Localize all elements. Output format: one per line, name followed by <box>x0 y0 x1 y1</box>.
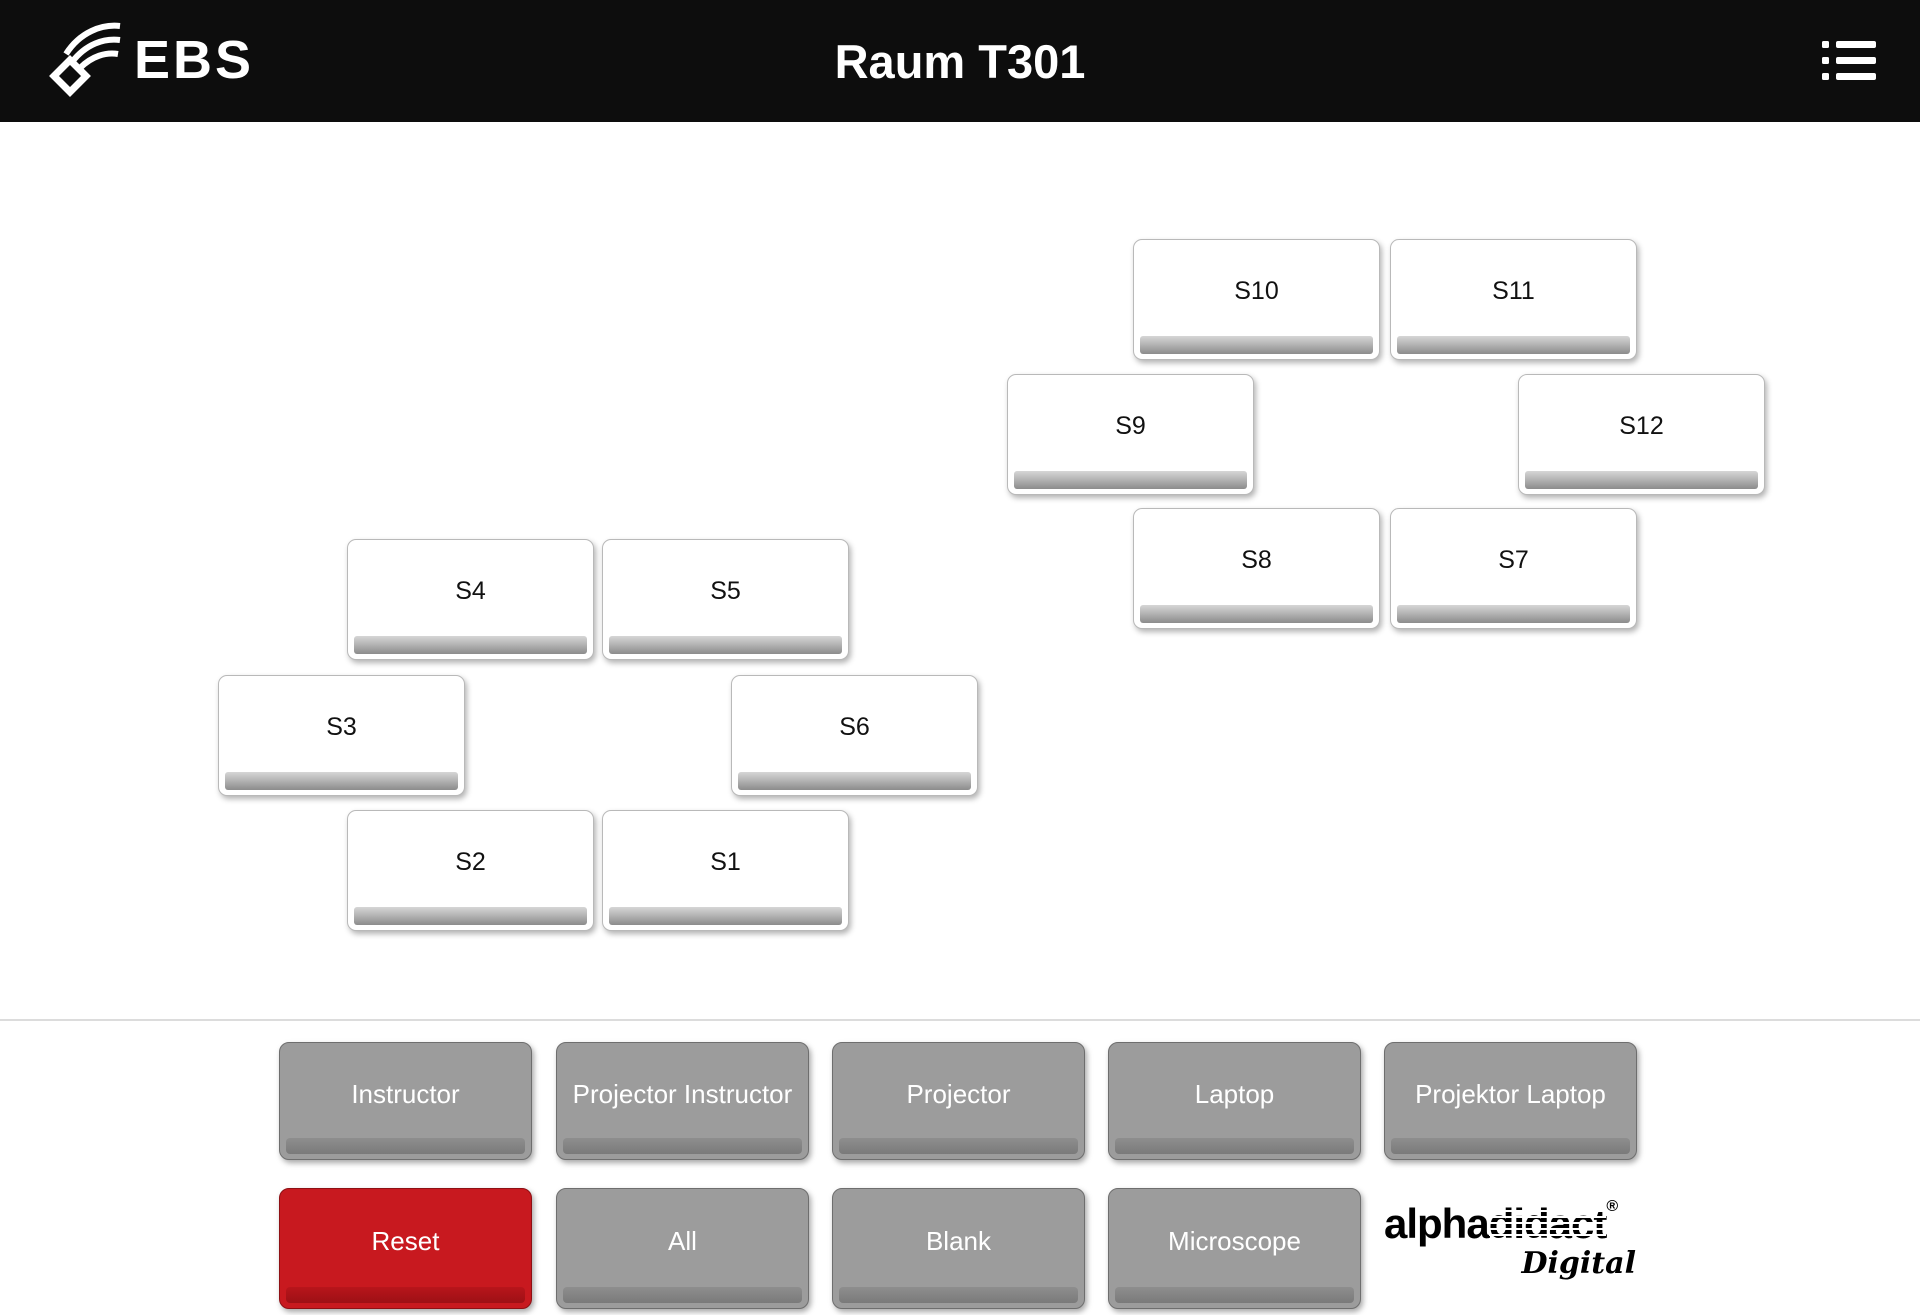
microscope-button[interactable]: Microscope <box>1108 1188 1361 1309</box>
seat-button-s7[interactable]: S7 <box>1390 508 1637 629</box>
ebs-logo: EBS <box>46 14 254 106</box>
seat-button-s2[interactable]: S2 <box>347 810 594 931</box>
laptop-button[interactable]: Laptop <box>1108 1042 1361 1160</box>
seat-button-s1[interactable]: S1 <box>602 810 849 931</box>
seat-button-s3[interactable]: S3 <box>218 675 465 796</box>
ebs-logo-icon <box>49 22 121 97</box>
page-title: Raum T301 <box>834 34 1086 88</box>
alphadidact-logo: alphadidact® Digital <box>1384 1198 1644 1300</box>
button-label: Projektor Laptop <box>1415 1078 1606 1109</box>
button-label: All <box>668 1226 697 1256</box>
seat-label: S3 <box>326 713 357 741</box>
alphadidact-logo-text: alphadidact® <box>1384 1198 1644 1248</box>
seat-button-s11[interactable]: S11 <box>1390 239 1637 360</box>
header-bar: EBS Raum T301 <box>0 0 1920 122</box>
alphadidact-alpha: alpha <box>1384 1200 1490 1247</box>
seat-button-s5[interactable]: S5 <box>602 539 849 660</box>
button-label: Projector <box>906 1078 1011 1109</box>
alphadidact-digital-text: Digital <box>1521 1246 1636 1281</box>
seat-label: S1 <box>710 848 741 876</box>
registered-mark: ® <box>1606 1198 1618 1215</box>
seat-label: S6 <box>839 713 870 741</box>
button-label: Reset <box>371 1226 440 1256</box>
reset-button[interactable]: Reset <box>279 1188 532 1309</box>
projector-instructor-button[interactable]: Projector Instructor <box>556 1042 809 1160</box>
seat-button-s9[interactable]: S9 <box>1007 374 1254 495</box>
seat-label: S12 <box>1619 412 1664 440</box>
instructor-button[interactable]: Instructor <box>279 1042 532 1160</box>
list-menu-icon <box>1822 41 1876 80</box>
seat-button-s4[interactable]: S4 <box>347 539 594 660</box>
seat-label: S10 <box>1234 277 1279 305</box>
alphadidact-didact-text: didact <box>1488 1200 1608 1247</box>
footer-divider <box>0 1019 1920 1021</box>
button-label: Blank <box>925 1226 992 1256</box>
button-label: Instructor <box>351 1078 460 1109</box>
seat-label: S2 <box>455 848 486 876</box>
all-button[interactable]: All <box>556 1188 809 1309</box>
seat-label: S7 <box>1498 546 1529 574</box>
projektor-laptop-button[interactable]: Projektor Laptop <box>1384 1042 1637 1160</box>
menu-button[interactable] <box>1822 36 1876 86</box>
alphadidact-didact: didact <box>1488 1200 1608 1248</box>
seat-label: S5 <box>710 577 741 605</box>
seat-button-s12[interactable]: S12 <box>1518 374 1765 495</box>
blank-button[interactable]: Blank <box>832 1188 1085 1309</box>
seat-label: S11 <box>1492 277 1535 305</box>
button-label: Laptop <box>1194 1078 1275 1109</box>
projector-button[interactable]: Projector <box>832 1042 1085 1160</box>
seat-button-s8[interactable]: S8 <box>1133 508 1380 629</box>
seat-label: S8 <box>1241 546 1272 574</box>
ebs-logo-text: EBS <box>134 30 255 90</box>
button-label: Projector Instructor <box>572 1078 793 1109</box>
button-label: Microscope <box>1168 1226 1301 1256</box>
seat-button-s10[interactable]: S10 <box>1133 239 1380 360</box>
seat-button-s6[interactable]: S6 <box>731 675 978 796</box>
seat-label: S4 <box>455 577 486 605</box>
seat-label: S9 <box>1115 412 1146 440</box>
